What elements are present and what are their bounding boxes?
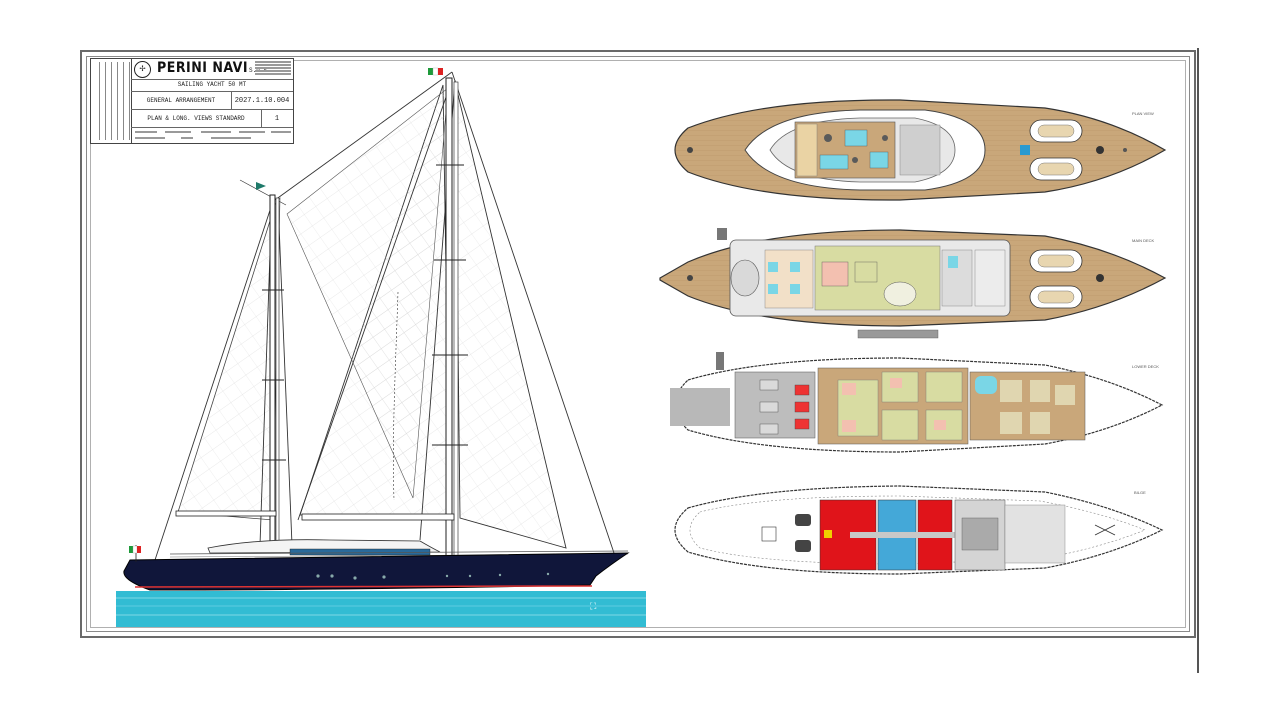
genoa-sail xyxy=(454,81,567,549)
svg-text:⛶: ⛶ xyxy=(589,601,597,612)
scale-date-row xyxy=(131,127,293,143)
sheet-margin-border xyxy=(90,60,1186,628)
profile-view: ⛶ xyxy=(116,67,646,627)
sea-band: ⛶ xyxy=(116,591,646,627)
mizzen-sail xyxy=(177,204,276,521)
svg-text:PLAN VIEW: PLAN VIEW xyxy=(1132,111,1154,116)
svg-text:LOWER DECK: LOWER DECK xyxy=(1132,364,1159,369)
drawing-title: GENERAL ARRANGEMENT xyxy=(131,91,232,109)
hull xyxy=(123,552,630,591)
company-name: PERINI NAVI xyxy=(157,60,249,76)
main-staysail xyxy=(286,87,449,499)
plan-view-top-deck: PLAN VIEW xyxy=(674,99,1167,201)
masts xyxy=(175,67,468,561)
plan-view-main-deck: MAIN DECK xyxy=(659,228,1167,339)
svg-text:BILGE: BILGE xyxy=(1134,490,1146,495)
mizzen-burgee-icon xyxy=(256,182,266,190)
boot-top-line xyxy=(134,585,593,588)
title-block: ✢ PERINI NAVI S.P.A. SAILING YACHT 50 MT… xyxy=(90,58,294,144)
italian-flag-icon xyxy=(428,67,443,76)
mizzen-boom xyxy=(175,510,277,517)
company-address-lines xyxy=(255,60,291,76)
plan-view-lower-deck: LOWER DECK xyxy=(670,352,1164,453)
title-block-header: ✢ PERINI NAVI S.P.A. xyxy=(131,59,293,80)
vessel-name: SAILING YACHT 50 MT xyxy=(131,79,293,92)
sail-plan xyxy=(177,81,567,549)
drawing-title-row: GENERAL ARRANGEMENT 2027.1.10.004 xyxy=(131,91,293,110)
revision-columns xyxy=(91,59,132,143)
main-boom xyxy=(301,513,455,521)
stern-flag-icon xyxy=(129,545,141,562)
sheet-outer-border xyxy=(80,50,1196,638)
compass-rose-icon: ✢ xyxy=(134,61,151,78)
mizzen-mast xyxy=(269,194,276,553)
page-edge-line xyxy=(1197,48,1199,673)
sheet-inner-border xyxy=(86,56,1190,632)
drawing-number: 2027.1.10.004 xyxy=(234,97,290,105)
plan-view-bilge: BILGE xyxy=(674,485,1164,575)
main-mast xyxy=(445,77,453,561)
sheet-number: 1 xyxy=(274,115,280,123)
drawing-views: PLAN & LONG. VIEWS STANDARD xyxy=(131,109,262,127)
hull-profile xyxy=(123,539,630,591)
drawing-sheet xyxy=(80,50,1196,638)
svg-text:MAIN DECK: MAIN DECK xyxy=(1132,238,1155,243)
drawing-views-row: PLAN & LONG. VIEWS STANDARD 1 xyxy=(131,109,293,128)
